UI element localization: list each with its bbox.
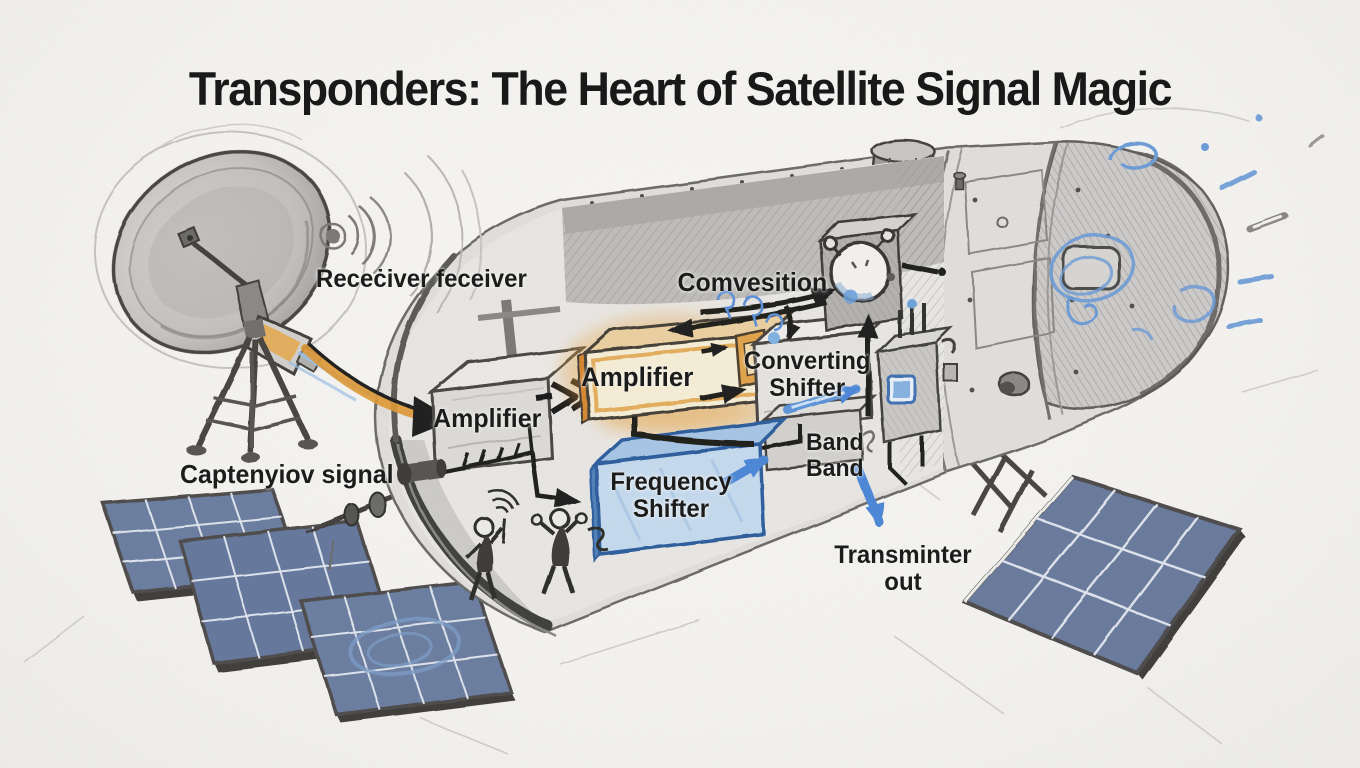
page-title: Transponders: The Heart of Satellite Sig…: [188, 62, 1173, 116]
